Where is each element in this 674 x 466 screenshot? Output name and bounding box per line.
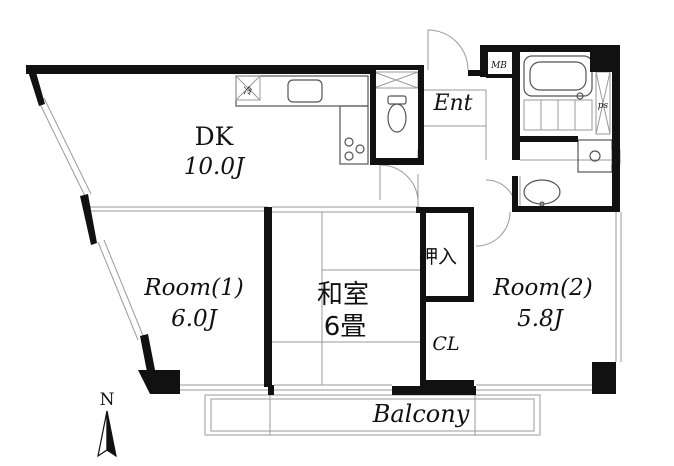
dk-name: DK bbox=[195, 122, 235, 151]
north-arrow-fill-icon bbox=[106, 410, 117, 458]
fridge-mark: 冷 bbox=[243, 85, 252, 97]
washitsu-name: 和室 bbox=[317, 280, 369, 310]
interior-thin-lines bbox=[88, 89, 612, 385]
washitsu-size: 6畳 bbox=[324, 312, 367, 342]
room-labels: DK 10.0J Room(1) 6.0J 和室 6畳 Room(2) 5.8J… bbox=[143, 61, 608, 428]
pipe-space-label: ps bbox=[598, 101, 609, 111]
room1-size: 6.0J bbox=[171, 306, 219, 332]
closet-label: CL bbox=[432, 333, 459, 355]
room2-size: 5.8J bbox=[517, 306, 565, 332]
meter-box-label: MB bbox=[490, 61, 507, 71]
north-arrow-icon bbox=[97, 410, 108, 458]
entrance-label: Ent bbox=[432, 91, 472, 116]
compass-north-label: N bbox=[100, 390, 115, 410]
oshiire-label: 押入 bbox=[419, 246, 457, 268]
walls bbox=[26, 45, 620, 395]
toilet bbox=[373, 71, 419, 133]
north-compass: N bbox=[97, 390, 117, 458]
dk-size: 10.0J bbox=[184, 154, 246, 180]
room1-name: Room(1) bbox=[143, 275, 243, 301]
bathroom-fixtures bbox=[523, 55, 621, 207]
balcony-outline bbox=[204, 394, 541, 436]
room2-name: Room(2) bbox=[492, 275, 592, 301]
windows bbox=[37, 97, 622, 391]
door-swings bbox=[379, 29, 517, 247]
kitchen-fixtures bbox=[235, 75, 369, 165]
balcony-label: Balcony bbox=[372, 400, 470, 428]
